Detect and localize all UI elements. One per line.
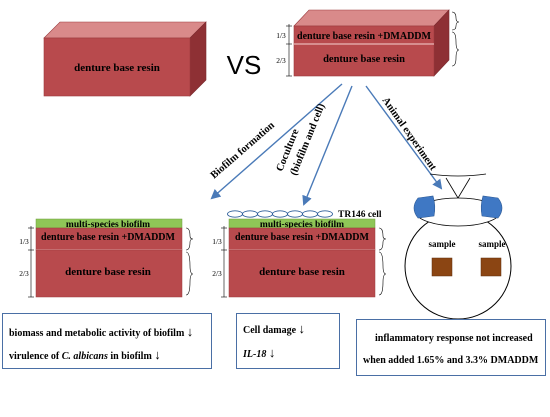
result-biofilm-line2-pre: virulence of	[9, 351, 62, 362]
arrow-label-animal-experiment: Animal experiment	[380, 95, 439, 173]
arrow-biofilm-formation	[210, 83, 343, 200]
result-coculture-line1-text: Cell damage	[243, 325, 297, 336]
mid-biofilm-label: multi-species biofilm	[260, 220, 344, 230]
right-block-fraction-top: 1/3	[276, 31, 286, 40]
decrease-arrow-icon: ↓	[154, 347, 161, 362]
animal-ear-left	[413, 195, 436, 219]
result-box-coculture: Cell damage ↓ IL-18 ↓	[236, 313, 340, 369]
result-biofilm-line2-species: C. albicans	[61, 351, 108, 362]
result-biofilm-line1-text: biomass and metabolic activity of biofil…	[9, 328, 185, 339]
result-biofilm-line2: virulence of C. albicans in biofilm ↓	[9, 347, 161, 363]
decrease-arrow-icon: ↓	[268, 345, 276, 360]
left-panel-fraction-top: 1/3	[19, 237, 29, 246]
panel-mid-scale: 1/3 2/3	[212, 226, 387, 298]
result-biofilm-line1: biomass and metabolic activity of biofil…	[9, 324, 193, 340]
panel-left-block: multi-species biofilm denture base resin…	[35, 218, 183, 298]
result-coculture-line2: IL-18 ↓	[243, 345, 275, 361]
arrows	[210, 83, 443, 206]
decrease-arrow-icon: ↓	[186, 324, 194, 339]
result-biofilm-line2-post: in biofilm	[107, 351, 152, 362]
mid-panel-fraction-bottom: 2/3	[212, 269, 222, 278]
left-resin-block: denture base resin	[43, 21, 207, 97]
result-box-biofilm: biomass and metabolic activity of biofil…	[2, 313, 212, 369]
panel-left-scale: 1/3 2/3	[19, 226, 194, 298]
sample-left	[431, 257, 453, 277]
sample-right	[480, 257, 502, 277]
arrow-coculture	[302, 85, 353, 206]
left-biofilm-label: multi-species biofilm	[66, 220, 150, 230]
result-coculture-line1: Cell damage ↓	[243, 321, 305, 337]
left-panel-fraction-bottom: 2/3	[19, 269, 29, 278]
right-block-top-label: denture base resin +DMADDM	[297, 31, 431, 42]
right-resin-block: denture base resin +DMADDM denture base …	[293, 9, 450, 77]
mid-panel-fraction-top: 1/3	[212, 237, 222, 246]
animal-snout	[429, 173, 487, 177]
animal-ear-right	[480, 195, 503, 219]
mid-panel-bottom-label: denture base resin	[259, 266, 345, 278]
mid-panel-top-label: denture base resin +DMADDM	[235, 232, 369, 243]
arrow-animal-experiment	[365, 85, 443, 190]
left-panel-bottom-label: denture base resin	[65, 266, 151, 278]
sample-left-label: sample	[429, 239, 456, 249]
tr146-cell-label: TR146 cell	[338, 210, 382, 220]
tr146-cell-layer	[227, 210, 333, 218]
result-coculture-line2-text: IL-18	[243, 349, 267, 360]
right-block-bottom-label: denture base resin	[323, 54, 405, 65]
result-animal-line2: when added 1.65% and 3.3% DMADDM	[363, 355, 539, 366]
right-block-fraction-bottom: 2/3	[276, 56, 286, 65]
left-panel-top-label: denture base resin +DMADDM	[41, 232, 175, 243]
sample-right-label: sample	[479, 239, 506, 249]
result-animal-line1: inflammatory response not increased	[375, 333, 533, 344]
vs-label: VS	[227, 50, 262, 80]
decrease-arrow-icon: ↓	[298, 321, 306, 336]
left-block-label: denture base resin	[74, 62, 160, 74]
animal-illustration: sample sample	[404, 173, 512, 320]
result-box-animal: inflammatory response not increased when…	[356, 319, 546, 376]
panel-mid-block: TR146 cell multi-species biofilm denture…	[227, 210, 382, 298]
right-block-scale: 1/3 2/3	[276, 11, 460, 77]
